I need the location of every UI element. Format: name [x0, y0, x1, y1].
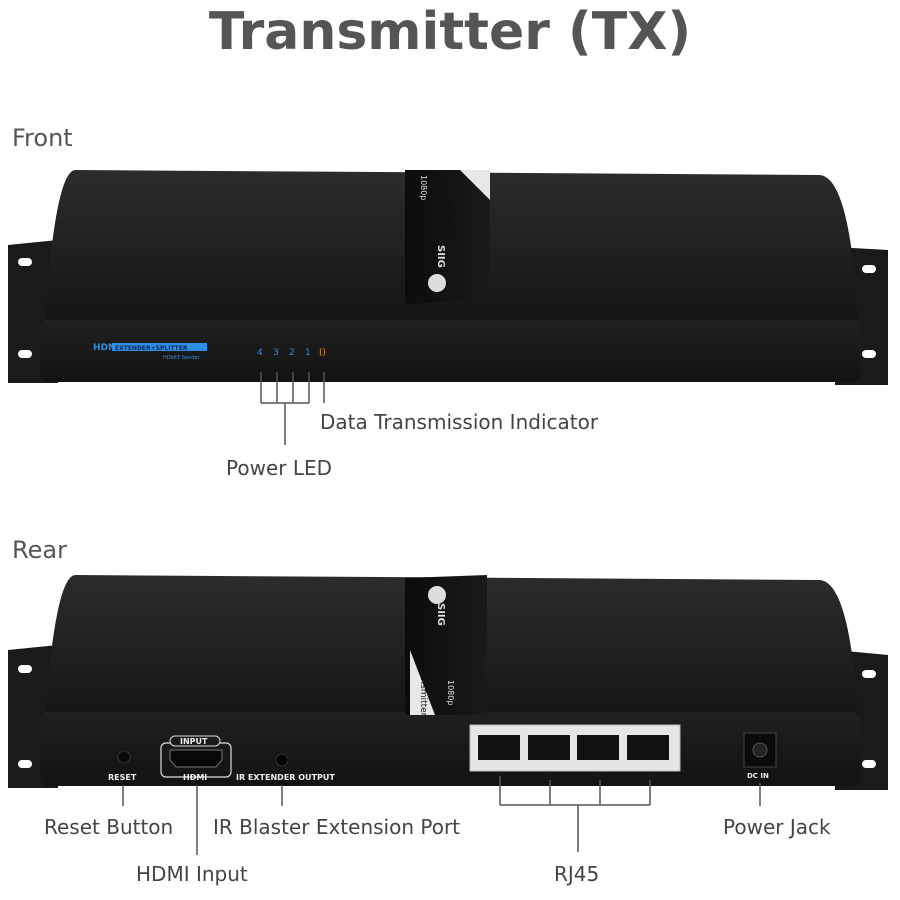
hdmi-port: [169, 749, 223, 768]
front-strip-text: Transmitter: [445, 195, 455, 247]
ir-label: IR EXTENDER OUTPUT: [236, 773, 335, 782]
rear-strip-text: Transmitter: [418, 665, 428, 717]
ir-port: [275, 753, 289, 767]
callout-power-jack: Power Jack: [723, 815, 831, 839]
dc-label: DC IN: [747, 772, 769, 780]
panel-brand: HDMI: [93, 343, 120, 353]
rear-strip-resolution: 1080p: [446, 680, 455, 706]
reset-button: [117, 750, 131, 764]
led-1: 1: [305, 348, 311, 358]
front-section-label: Front: [12, 124, 73, 152]
rear-logo: SIIG: [435, 603, 446, 626]
callout-ir: IR Blaster Extension Port: [213, 815, 461, 839]
panel-subtext: HDbitT Sender: [163, 355, 200, 361]
rj45-label-3: 3: [597, 772, 601, 780]
panel-arrow-text: EXTENDER+SPLITTER: [115, 345, 188, 352]
callout-reset: Reset Button: [44, 815, 174, 839]
callout-data-indicator: Data Transmission Indicator: [320, 410, 599, 434]
front-callout-lines: [260, 372, 325, 445]
front-strip-resolution: 1080p: [419, 175, 428, 201]
led-4: 4: [257, 348, 263, 358]
rear-device: RESET INPUT HDMI IR EXTENDER OUTPUT 1 2 …: [8, 575, 888, 790]
callout-power-led: Power LED: [226, 456, 333, 480]
front-device: HDMI EXTENDER+SPLITTER HDbitT Sender 4 3…: [8, 170, 888, 385]
callout-rj45: RJ45: [554, 862, 600, 886]
reset-label: RESET: [108, 773, 137, 782]
center-label-strip: [405, 170, 490, 305]
siig-logo-icon: [428, 274, 446, 292]
rj45-label-2: 2: [547, 772, 551, 780]
power-led: (): [319, 348, 326, 358]
front-logo: SIIG: [435, 245, 446, 268]
rj45-ports: [478, 735, 669, 760]
rear-section-label: Rear: [12, 536, 67, 564]
rear-callout-lines: [122, 776, 761, 855]
page-title: Transmitter (TX): [208, 2, 692, 62]
rj45-label-4: 4: [647, 772, 652, 780]
hdmi-top-label: INPUT: [180, 737, 208, 746]
hdmi-bottom-label: HDMI: [183, 773, 207, 782]
led-3: 3: [273, 348, 279, 358]
led-2: 2: [289, 348, 295, 358]
callout-hdmi: HDMI Input: [136, 862, 248, 886]
rj45-label-1: 1: [497, 772, 501, 780]
